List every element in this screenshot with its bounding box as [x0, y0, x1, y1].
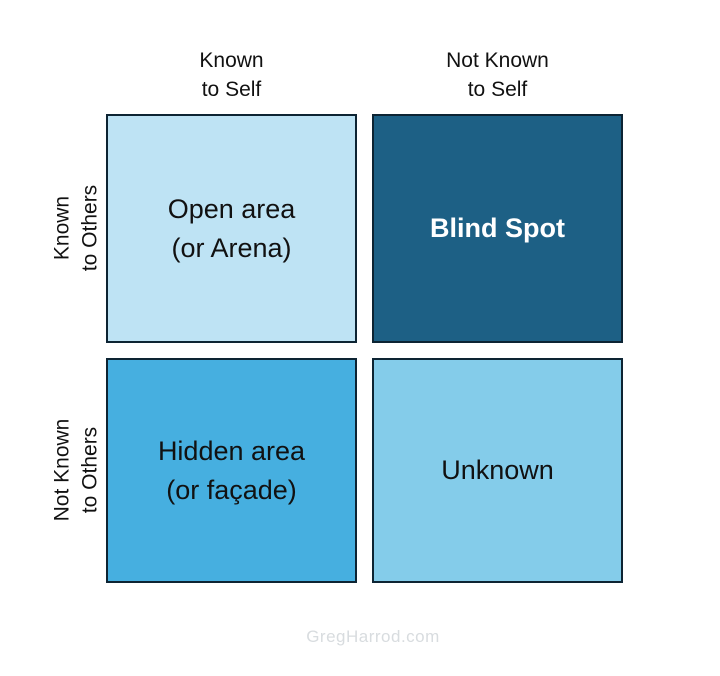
quadrant-open-area: Open area (or Arena): [106, 114, 357, 343]
quadrant-unknown: Unknown: [372, 358, 623, 583]
watermark-text: GregHarrod.com: [306, 627, 440, 646]
column-header-known-to-self: Known to Self: [199, 49, 264, 101]
column-header-not-known-to-self: Not Known to Self: [446, 49, 549, 101]
row-header-known-to-others: Known to Others: [50, 184, 102, 272]
quadrant-blind-spot: Blind Spot: [372, 114, 623, 343]
quadrant-hidden-area: Hidden area (or façade): [106, 358, 357, 583]
row-header-not-known-to-others: Not Known to Others: [50, 418, 102, 522]
